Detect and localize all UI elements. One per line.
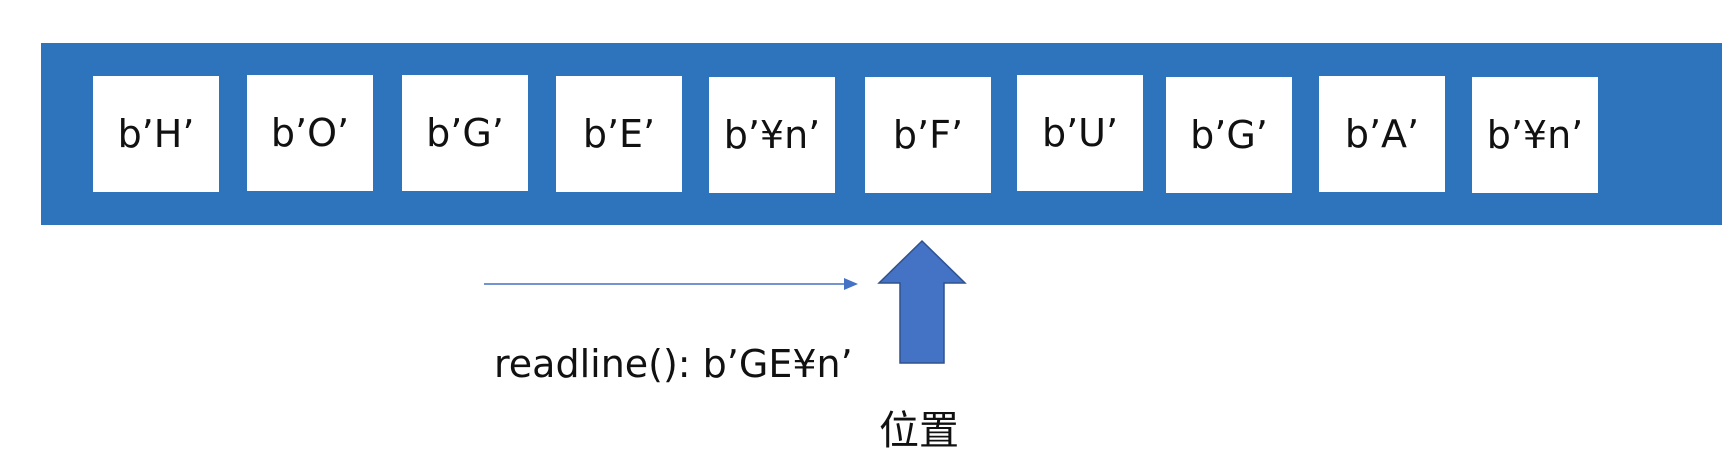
byte-cell-5: b’F’ (865, 77, 991, 193)
byte-cell-9: b’¥n’ (1472, 77, 1598, 193)
byte-cell-7: b’G’ (1166, 77, 1292, 193)
position-arrow-shape (877, 239, 967, 364)
readline-label: readline(): b’GE¥n’ (494, 342, 853, 386)
byte-cell-3: b’E’ (556, 76, 682, 192)
position-arrow (877, 239, 967, 364)
byte-cell-4: b’¥n’ (709, 77, 835, 193)
byte-cell-8: b’A’ (1319, 76, 1445, 192)
position-label: 位置 (879, 408, 959, 454)
byte-cell-0: b’H’ (93, 76, 219, 192)
byte-cell-1: b’O’ (247, 75, 373, 191)
read-arrow-head (844, 278, 858, 290)
byte-cell-6: b’U’ (1017, 75, 1143, 191)
byte-cell-2: b’G’ (402, 75, 528, 191)
read-direction-arrow (484, 278, 858, 290)
